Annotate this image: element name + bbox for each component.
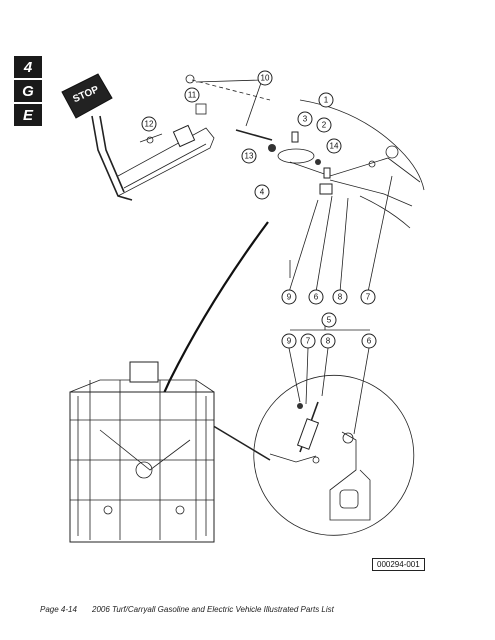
callout-row2-6: 6: [367, 337, 372, 346]
magnified-detail: [253, 347, 415, 536]
callout-row2-9: 9: [287, 337, 292, 346]
callout-10: 10: [261, 74, 270, 83]
footer-page-number: Page 4-14: [40, 605, 77, 614]
brake-pedal-pad: [61, 73, 113, 119]
callout-numbers: 10 11 12 13 1 3 2 14 4 9 6 8 7 5 9 7 8 6: [141, 70, 377, 349]
callout-4: 4: [260, 188, 265, 197]
callout-14: 14: [330, 142, 339, 151]
callout-row1-7: 7: [366, 293, 371, 302]
brake-pedal-assembly: STOP: [61, 73, 215, 201]
callout-row2-7: 7: [306, 337, 311, 346]
callout-3: 3: [303, 115, 308, 124]
section-tab-4: 4: [14, 56, 42, 78]
callout-row1-9: 9: [287, 293, 292, 302]
callout-2: 2: [322, 121, 327, 130]
callout-row1-8: 8: [338, 293, 343, 302]
callout-13: 13: [245, 152, 254, 161]
figure-id: 000294-001: [372, 558, 425, 571]
callout-leaders: [195, 79, 393, 293]
section-tab-e: E: [14, 104, 42, 126]
callout-1: 1: [324, 96, 329, 105]
vehicle-frame: [69, 361, 215, 543]
brake-rod-linkage: [185, 74, 425, 229]
callout-11: 11: [188, 91, 197, 100]
section-tab-g: G: [14, 80, 42, 102]
callout-row1-6: 6: [314, 293, 319, 302]
callout-row2-8: 8: [326, 337, 331, 346]
callout-5: 5: [327, 316, 332, 325]
footer-document-title: 2006 Turf/Carryall Gasoline and Electric…: [92, 605, 334, 614]
callout-12: 12: [145, 120, 154, 129]
